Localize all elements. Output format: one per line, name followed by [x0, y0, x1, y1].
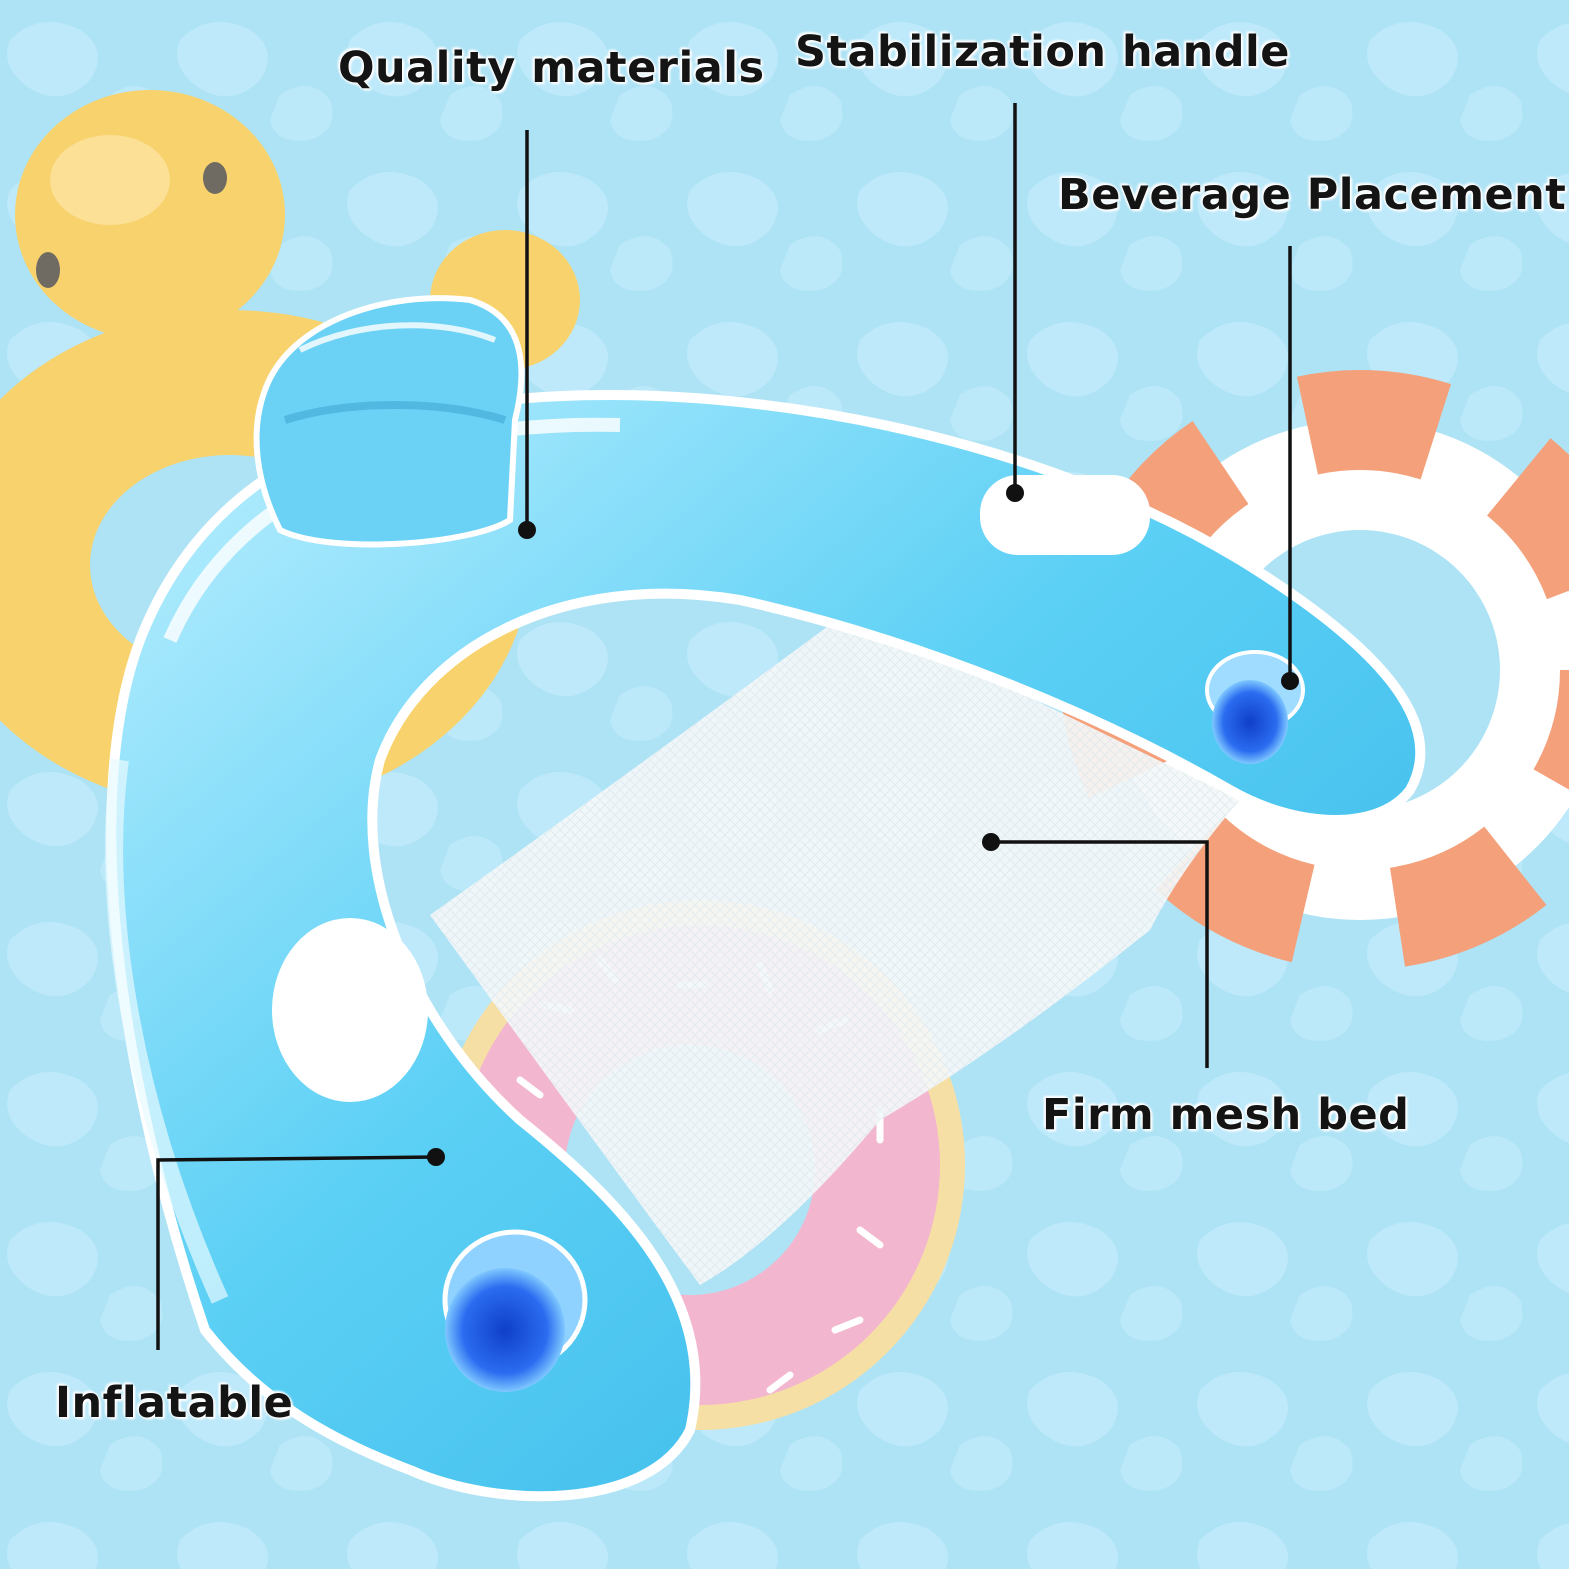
callout-quality-materials: Quality materials: [338, 43, 765, 93]
stabilization-handle-right: [980, 475, 1150, 555]
cup-holder-right: [1205, 650, 1305, 764]
cup-holder-left: [442, 1229, 588, 1392]
callout-firm-mesh-bed: Firm mesh bed: [1042, 1090, 1410, 1140]
leader-dots: [427, 484, 1299, 1166]
callout-beverage-placement: Beverage Placement: [1058, 170, 1567, 220]
stabilization-handle-left: [272, 918, 428, 1102]
headrest-pillow: [253, 295, 525, 548]
leader-lines: [156, 103, 1292, 1350]
callout-stabilization-handle: Stabilization handle: [795, 27, 1290, 77]
callout-inflatable: Inflatable: [55, 1378, 294, 1428]
